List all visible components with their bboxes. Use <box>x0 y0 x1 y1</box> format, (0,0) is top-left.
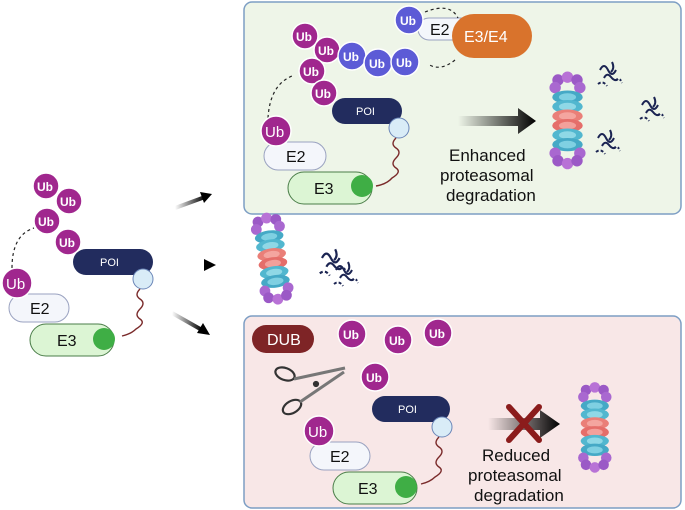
arrow-icon-up <box>174 192 212 210</box>
e3-substrate-site-top <box>388 117 410 139</box>
caption-bottom-line1: Reduced <box>482 446 550 465</box>
poi-label-bottom: POI <box>398 404 417 416</box>
arrow-icon-mid <box>172 259 216 271</box>
poi-top <box>332 98 402 124</box>
e3e4-label: E3/E4 <box>464 29 508 46</box>
scissors-icon <box>274 366 346 416</box>
caption-bottom-line3: degradation <box>474 486 564 505</box>
e3-linker-left <box>121 288 144 337</box>
e3-label-bottom: E3 <box>358 481 378 498</box>
e3-ball-bottom <box>395 476 417 498</box>
dub-label: DUB <box>267 332 301 349</box>
svg-text:Ub: Ub <box>343 50 359 64</box>
peptide-fragments-icon-mid-2 <box>333 261 359 287</box>
e3e4-pill <box>452 14 532 58</box>
ub-e2-top <box>260 115 292 147</box>
poi-label-top: POI <box>356 106 375 118</box>
svg-text:Ub: Ub <box>396 56 412 70</box>
svg-text:Ub: Ub <box>265 124 284 141</box>
e3-linker-bottom <box>420 436 443 485</box>
proteasome-icon-mid <box>248 210 296 307</box>
svg-text:Ub: Ub <box>59 236 75 250</box>
e2-label-top-right: E2 <box>430 22 450 39</box>
svg-text:Ub: Ub <box>389 334 405 348</box>
svg-text:Ub: Ub <box>369 57 385 71</box>
svg-text:Ub: Ub <box>429 327 445 341</box>
e3-ball-left <box>93 328 115 350</box>
svg-text:Ub: Ub <box>38 215 54 229</box>
e3-substrate-site-left <box>132 268 154 290</box>
e3-linker-top <box>375 137 400 187</box>
caption-top-line1: Enhanced <box>449 146 526 165</box>
caption-top-line3: degradation <box>446 186 536 205</box>
caption-bottom-line2: proteasomal <box>468 466 562 485</box>
poi-label-left: POI <box>100 257 119 269</box>
transfer-arrow-mid <box>427 59 456 68</box>
svg-text:Ub: Ub <box>60 195 76 209</box>
ub-purple-top <box>394 5 424 35</box>
e2-label-top: E2 <box>286 149 306 166</box>
dub-pill <box>252 325 314 353</box>
arrow-icon-top <box>458 108 536 134</box>
e2-pill-top <box>263 141 327 171</box>
e3-substrate-site-bottom <box>431 416 453 438</box>
svg-text:Ub: Ub <box>315 87 331 101</box>
svg-text:Ub: Ub <box>343 328 359 342</box>
e2-label-bottom: E2 <box>330 449 350 466</box>
caption-top-line2: proteasomal <box>440 166 534 185</box>
poi-left <box>73 249 153 275</box>
poi-bottom <box>372 396 450 422</box>
e3-ball-top <box>351 175 373 197</box>
peptide-fragments-icon-mid-1 <box>318 248 348 277</box>
e2-pill-left <box>8 293 70 323</box>
svg-text:Ub: Ub <box>308 424 327 441</box>
svg-text:Ub: Ub <box>318 44 334 58</box>
ub-e2-left <box>1 267 33 299</box>
ub-label: Ub <box>400 14 416 28</box>
free-ubiquitins: Ub Ub Ub Ub <box>337 318 453 392</box>
e3-label-left: E3 <box>57 333 77 350</box>
ub-e2-bottom <box>303 415 335 447</box>
e3-label-top: E3 <box>314 181 334 198</box>
ub-chain-top: Ub Ub Ub Ub Ub Ub Ub <box>291 22 420 107</box>
e2-pill-bottom <box>309 441 371 471</box>
e2-label-left: E2 <box>30 301 50 318</box>
cross-icon <box>506 404 542 443</box>
e3-pill-bottom <box>332 471 418 505</box>
svg-text:Ub: Ub <box>6 276 25 293</box>
svg-text:Ub: Ub <box>303 65 319 79</box>
svg-text:Ub: Ub <box>37 180 53 194</box>
transfer-arrow-left <box>11 227 35 269</box>
arrow-icon-down <box>171 311 210 335</box>
svg-text:Ub: Ub <box>366 371 382 385</box>
ub-chain-left: Ub Ub Ub Ub <box>32 172 83 256</box>
svg-text:Ub: Ub <box>296 30 312 44</box>
